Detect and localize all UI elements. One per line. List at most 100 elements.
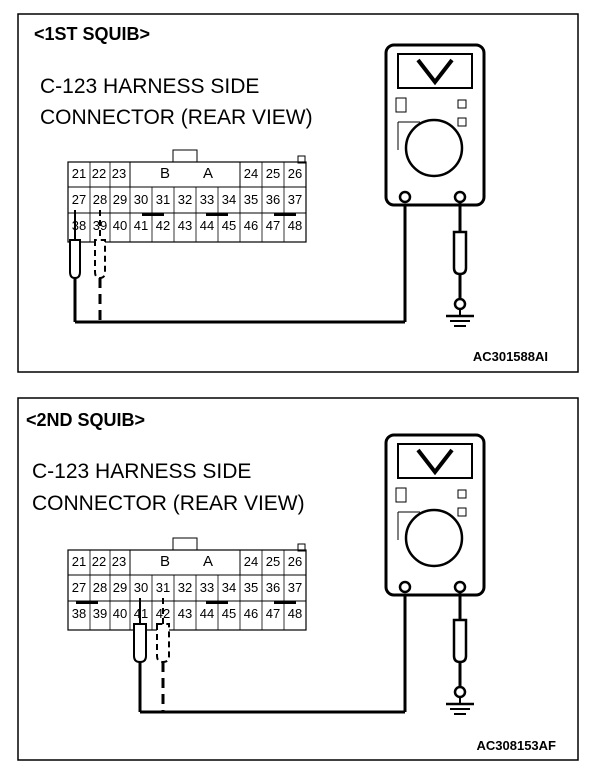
pin-number: 21 (72, 554, 86, 569)
pin-number: 43 (178, 218, 192, 233)
pin-number: 48 (288, 606, 302, 621)
pin-number: 48 (288, 218, 302, 233)
panel-2nd-squib: <2ND SQUIB> C-123 HARNESS SIDE CONNECTOR… (17, 397, 579, 761)
pin-number: 35 (244, 580, 258, 595)
ground-probe (446, 592, 474, 715)
pin-number: 32 (178, 192, 192, 207)
meter-terminal-positive (398, 190, 412, 204)
pin-number: 44 (200, 606, 214, 621)
pin-number: 32 (178, 580, 192, 595)
pin-number: 41 (134, 218, 148, 233)
pin-number: 23 (112, 554, 126, 569)
pin-number: 22 (92, 166, 106, 181)
panel-title: <2ND SQUIB> (26, 410, 145, 430)
panel-frame (17, 397, 579, 761)
pin-number: 33 (200, 580, 214, 595)
connector-side-label: A (203, 165, 213, 182)
pin-number: 23 (112, 166, 126, 181)
connector-label-line2: CONNECTOR (REAR VIEW) (40, 106, 313, 129)
meter-terminal-positive (398, 580, 412, 594)
pin-number: 45 (222, 606, 236, 621)
pin-number: 37 (288, 580, 302, 595)
pin-number: 33 (200, 192, 214, 207)
voltmeter (384, 433, 486, 597)
pin-number: 45 (222, 218, 236, 233)
connector-latch (172, 149, 198, 163)
pin-number: 24 (244, 554, 258, 569)
connector-body (67, 549, 307, 631)
probe-pair (133, 590, 407, 714)
panel-title: <1ST SQUIB> (34, 24, 150, 44)
pin-row-2: 27 28 29 30 31 32 33 34 35 36 37 (72, 580, 302, 595)
volt-symbol-icon (416, 448, 454, 476)
pin-number: 40 (113, 218, 127, 233)
pin-row-1: 21 22 23 B A 24 25 26 (72, 553, 302, 570)
connector-label-line1: C-123 HARNESS SIDE (32, 460, 251, 483)
pin-row-2: 27 28 29 30 31 32 33 34 35 36 37 (72, 192, 302, 207)
pin-number: 38 (72, 218, 86, 233)
pin-number: 27 (72, 192, 86, 207)
meter-terminal-negative (453, 190, 467, 204)
pin-number: 37 (288, 192, 302, 207)
pin-number: 27 (72, 580, 86, 595)
connector-key (297, 543, 306, 552)
pin-number: 38 (72, 606, 86, 621)
figure-code: AC301588AI (473, 349, 548, 364)
pin-number: 46 (244, 218, 258, 233)
pin-number: 40 (113, 606, 127, 621)
connector-body (67, 161, 307, 243)
pin-number: 46 (244, 606, 258, 621)
connector-latch (172, 537, 198, 551)
pin-number: 43 (178, 606, 192, 621)
connector-c123: 21 22 23 B A 24 25 26 27 28 29 30 31 32 33 34 35 36 37 38… (67, 149, 307, 243)
pin-number: 47 (266, 606, 280, 621)
voltmeter (384, 43, 486, 207)
connector-label-line2: CONNECTOR (REAR VIEW) (32, 492, 305, 515)
pin-number: 26 (288, 166, 302, 181)
connector-side-label: B (160, 165, 170, 182)
panel-frame (17, 13, 579, 373)
pin-number: 47 (266, 218, 280, 233)
connector-side-label: A (203, 553, 213, 570)
pin-number: 21 (72, 166, 86, 181)
meter-display (397, 53, 473, 89)
meter-switch (395, 97, 407, 113)
connector-side-label: B (160, 553, 170, 570)
panel-1st-squib: <1ST SQUIB> C-123 HARNESS SIDE CONNECTOR… (17, 13, 579, 373)
pin-number: 39 (93, 606, 107, 621)
pin-row-3: 3839404142434445464748 (72, 606, 302, 621)
pin-number: 42 (156, 218, 170, 233)
pin-number: 34 (222, 580, 236, 595)
pin-number: 22 (92, 554, 106, 569)
pin-number: 30 (134, 580, 148, 595)
pin-number: 29 (113, 580, 127, 595)
pin-number: 31 (156, 192, 170, 207)
pin-row-3: 3839404142434445464748 (72, 218, 302, 233)
volt-symbol-icon (416, 58, 454, 86)
pin-number: 36 (266, 580, 280, 595)
meter-switch (395, 487, 407, 503)
pin-number: 36 (266, 192, 280, 207)
meter-dial (404, 508, 464, 568)
connector-key (297, 155, 306, 164)
figure-code: AC308153AF (477, 738, 557, 753)
probe-pair (69, 198, 407, 324)
meter-terminal-negative (453, 580, 467, 594)
pin-number: 28 (93, 580, 107, 595)
pin-number: 31 (156, 580, 170, 595)
pin-number: 25 (266, 166, 280, 181)
pin-number: 26 (288, 554, 302, 569)
pin-number: 30 (134, 192, 148, 207)
pin-number: 28 (93, 192, 107, 207)
pin-number: 35 (244, 192, 258, 207)
connector-c123: 21 22 23 B A 24 25 26 27 28 29 30 31 32 33 34 35 36 37 38… (67, 537, 307, 631)
pin-number: 44 (200, 218, 214, 233)
meter-dial (404, 118, 464, 178)
pin-number: 29 (113, 192, 127, 207)
ground-probe (446, 202, 474, 327)
pin-number: 34 (222, 192, 236, 207)
pin-number: 24 (244, 166, 258, 181)
pin-number: 25 (266, 554, 280, 569)
pin-row-1: 21 22 23 B A 24 25 26 (72, 165, 302, 182)
